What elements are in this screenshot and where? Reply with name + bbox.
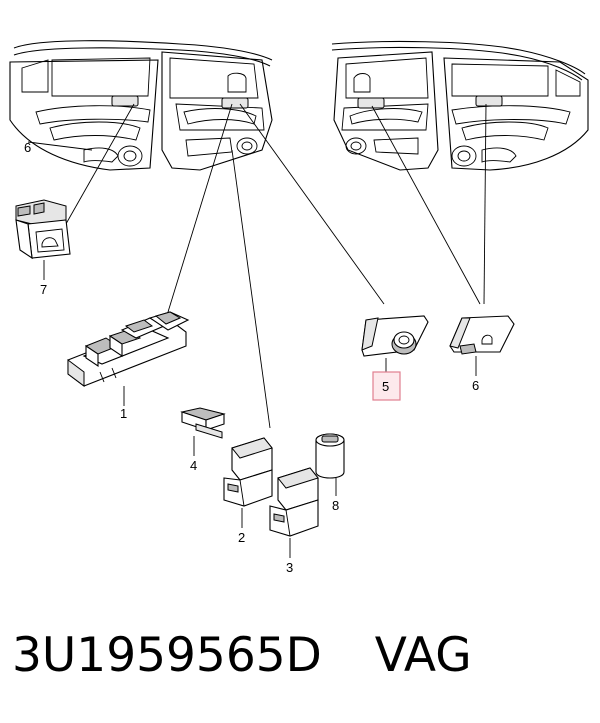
brand-name: VAG: [374, 628, 472, 683]
callout-ticks: [43, 260, 477, 558]
part-number: 3U1959565D: [12, 628, 322, 683]
callout-5-highlight: [372, 371, 401, 401]
callout-6-right: 6: [472, 378, 479, 393]
leader-lines: [27, 103, 487, 429]
part-8-cylinder-cap: [315, 433, 345, 479]
callout-labels: 6 7 1 4 2 3 8 5 6: [24, 140, 479, 575]
part-4-small-switch: [180, 407, 226, 439]
callout-5: 5: [382, 379, 389, 394]
part-3-rocker-switch: [269, 467, 319, 537]
footer: 3U1959565D VAG: [12, 628, 592, 698]
part-6-right-switch: [449, 315, 515, 355]
part-2-rocker-switch: [223, 437, 273, 507]
left-door-panels: [9, 40, 273, 171]
callout-6-left: 6: [24, 140, 31, 155]
right-door-panels: [331, 40, 589, 171]
callout-7: 7: [40, 282, 47, 297]
part-7-single-switch: [15, 199, 71, 260]
part-5-mirror-knob: [361, 315, 429, 357]
callout-8: 8: [332, 498, 339, 513]
part-1-window-switch-block: [67, 311, 190, 387]
callout-2: 2: [238, 530, 245, 545]
callout-3: 3: [286, 560, 293, 575]
callout-1: 1: [120, 406, 127, 421]
callout-4: 4: [190, 458, 197, 473]
